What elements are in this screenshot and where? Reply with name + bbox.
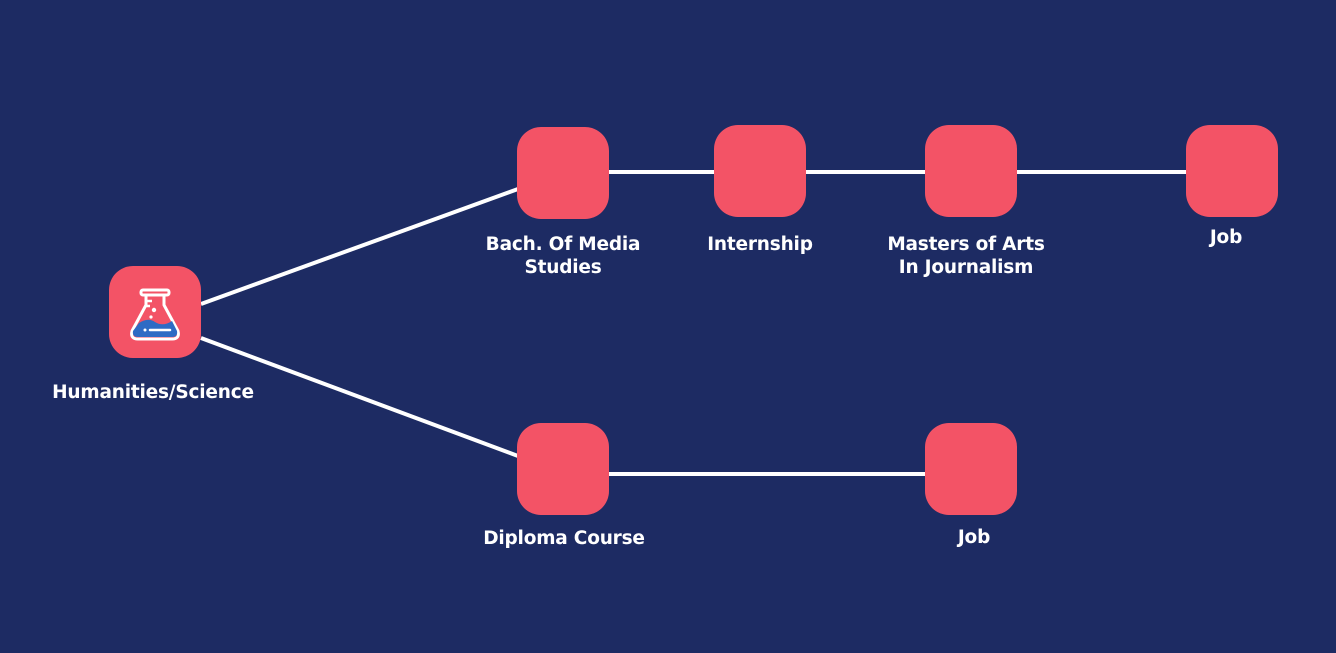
label-job-upper: Job xyxy=(1209,227,1243,248)
label-job-lower: Job xyxy=(957,527,991,548)
label-bachelors-media-studies: Bach. Of Media Studies xyxy=(485,234,641,278)
node-diploma-course xyxy=(517,423,609,515)
node-job-upper xyxy=(1186,125,1278,217)
node-internship xyxy=(714,125,806,217)
connector-root-to-diploma xyxy=(200,336,519,458)
node-masters-journalism xyxy=(925,125,1017,217)
node-bachelors-media-studies xyxy=(517,127,609,219)
label-masters-journalism: Masters of Arts In Journalism xyxy=(887,234,1045,278)
node-job-lower xyxy=(925,423,1017,515)
flask-icon xyxy=(130,288,180,341)
label-internship: Internship xyxy=(707,234,813,255)
label-diploma-course: Diploma Course xyxy=(483,528,645,549)
root-label: Humanities/Science xyxy=(52,382,254,403)
root-node xyxy=(109,266,201,358)
connector-root-to-bachelors xyxy=(200,187,519,306)
